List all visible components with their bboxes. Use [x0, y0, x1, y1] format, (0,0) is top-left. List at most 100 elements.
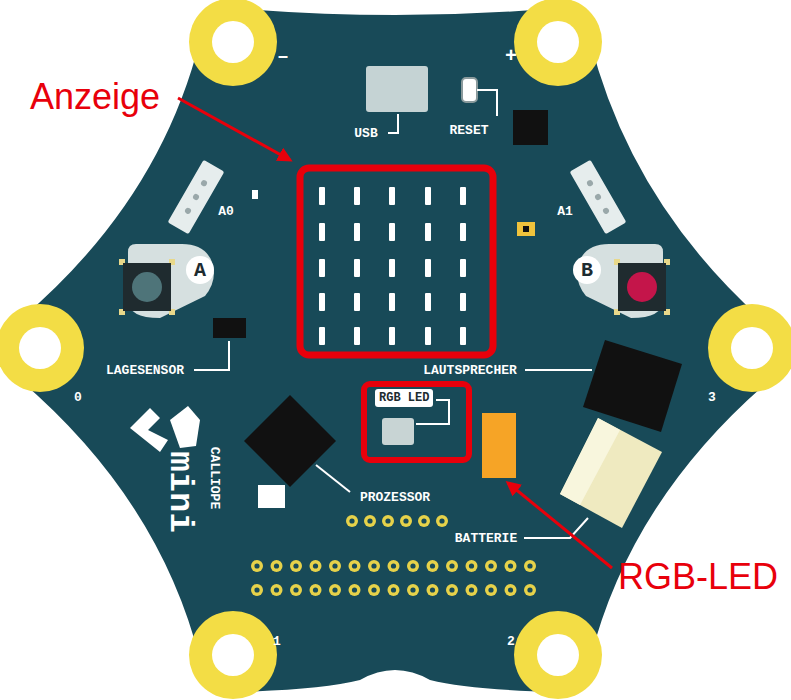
pad [708, 304, 791, 392]
pin-ring [407, 560, 419, 572]
pin-hole [271, 560, 283, 572]
connector-pin [594, 193, 602, 201]
pin-center [385, 518, 390, 523]
connector-pin [586, 179, 594, 187]
led [319, 187, 325, 205]
pin-ring [505, 560, 517, 572]
pin-hole [524, 560, 536, 572]
part-label: RESET [449, 124, 488, 137]
led [319, 223, 325, 241]
pin-number: 0 [74, 391, 82, 404]
led [460, 293, 466, 311]
led [425, 327, 431, 345]
battery-connector [560, 418, 662, 528]
connector-pin [184, 207, 192, 215]
button-body [618, 263, 666, 311]
pin-ring [349, 584, 361, 596]
pin-ring [368, 560, 380, 572]
pin-ring [271, 584, 283, 596]
pin-center [352, 563, 357, 568]
pin-center [527, 587, 532, 592]
pin-center [449, 563, 454, 568]
button-cap [627, 272, 657, 302]
pin-center [488, 587, 493, 592]
pin-hole [388, 560, 400, 572]
pin-hole [346, 515, 358, 527]
pin-center [469, 587, 474, 592]
usb-port [366, 66, 428, 112]
pin-hole [368, 584, 380, 596]
pin-ring [446, 560, 458, 572]
pin-hole [290, 584, 302, 596]
button-label: B [581, 261, 593, 281]
smd-part [523, 226, 529, 232]
button-body [123, 263, 171, 311]
pin-center [430, 587, 435, 592]
led [354, 293, 360, 311]
pin-center [391, 563, 396, 568]
pin-ring [290, 560, 302, 572]
pin-center [391, 587, 396, 592]
leader-line [525, 369, 592, 371]
pad-hole [19, 327, 61, 369]
connector-a1 [570, 160, 627, 234]
smd-part [517, 222, 535, 236]
pin-hole [524, 584, 536, 596]
pin-ring [349, 560, 361, 572]
callout-arrow [178, 98, 290, 160]
led [460, 223, 466, 241]
pin-ring [418, 515, 430, 527]
pin-center [449, 587, 454, 592]
pin-center [313, 587, 318, 592]
pin-ring [290, 584, 302, 596]
pin-hole [446, 560, 458, 572]
chip [513, 110, 548, 145]
led-matrix [319, 187, 466, 345]
pin-hole [466, 560, 478, 572]
pin-center [332, 563, 337, 568]
callout-label: Anzeige [30, 79, 160, 115]
part-label: LAUTSPRECHER [423, 364, 517, 377]
logo-shape [170, 406, 200, 448]
led [389, 223, 395, 241]
pin-hole [485, 584, 497, 596]
connector-a0 [168, 160, 225, 234]
logo-text: CALLIOPE [208, 447, 221, 509]
pin-hole [400, 515, 412, 527]
callout-arrow [508, 483, 612, 568]
pin-center [371, 587, 376, 592]
pin-label: A0 [218, 205, 234, 218]
led [460, 259, 466, 277]
pin-ring [505, 584, 517, 596]
part-label: PROZESSOR [360, 491, 430, 504]
pin-ring [329, 584, 341, 596]
led [425, 259, 431, 277]
led [389, 293, 395, 311]
pin-sign: – [277, 47, 289, 67]
led [425, 293, 431, 311]
pin-hole [310, 560, 322, 572]
leader-line [477, 90, 497, 116]
part-label: BATTERIE [455, 532, 517, 545]
part-label: USB [354, 127, 377, 140]
pad-ring [0, 304, 84, 392]
pin-ring [524, 560, 536, 572]
pin-center [274, 587, 279, 592]
pin-center [274, 563, 279, 568]
pin-ring [364, 515, 376, 527]
pad-hole [537, 634, 579, 676]
pin-ring [436, 515, 448, 527]
button-badge [186, 256, 214, 284]
led [354, 223, 360, 241]
led [389, 327, 395, 345]
pin-center [371, 563, 376, 568]
logo-text: mini [163, 451, 197, 533]
pad [0, 304, 84, 392]
pin-ring [388, 560, 400, 572]
pad-ring [189, 611, 277, 699]
button-badge [573, 256, 601, 284]
pin-hole [505, 560, 517, 572]
pad-ring [189, 0, 277, 86]
pin-label: A1 [557, 205, 573, 218]
pin-hole [446, 584, 458, 596]
